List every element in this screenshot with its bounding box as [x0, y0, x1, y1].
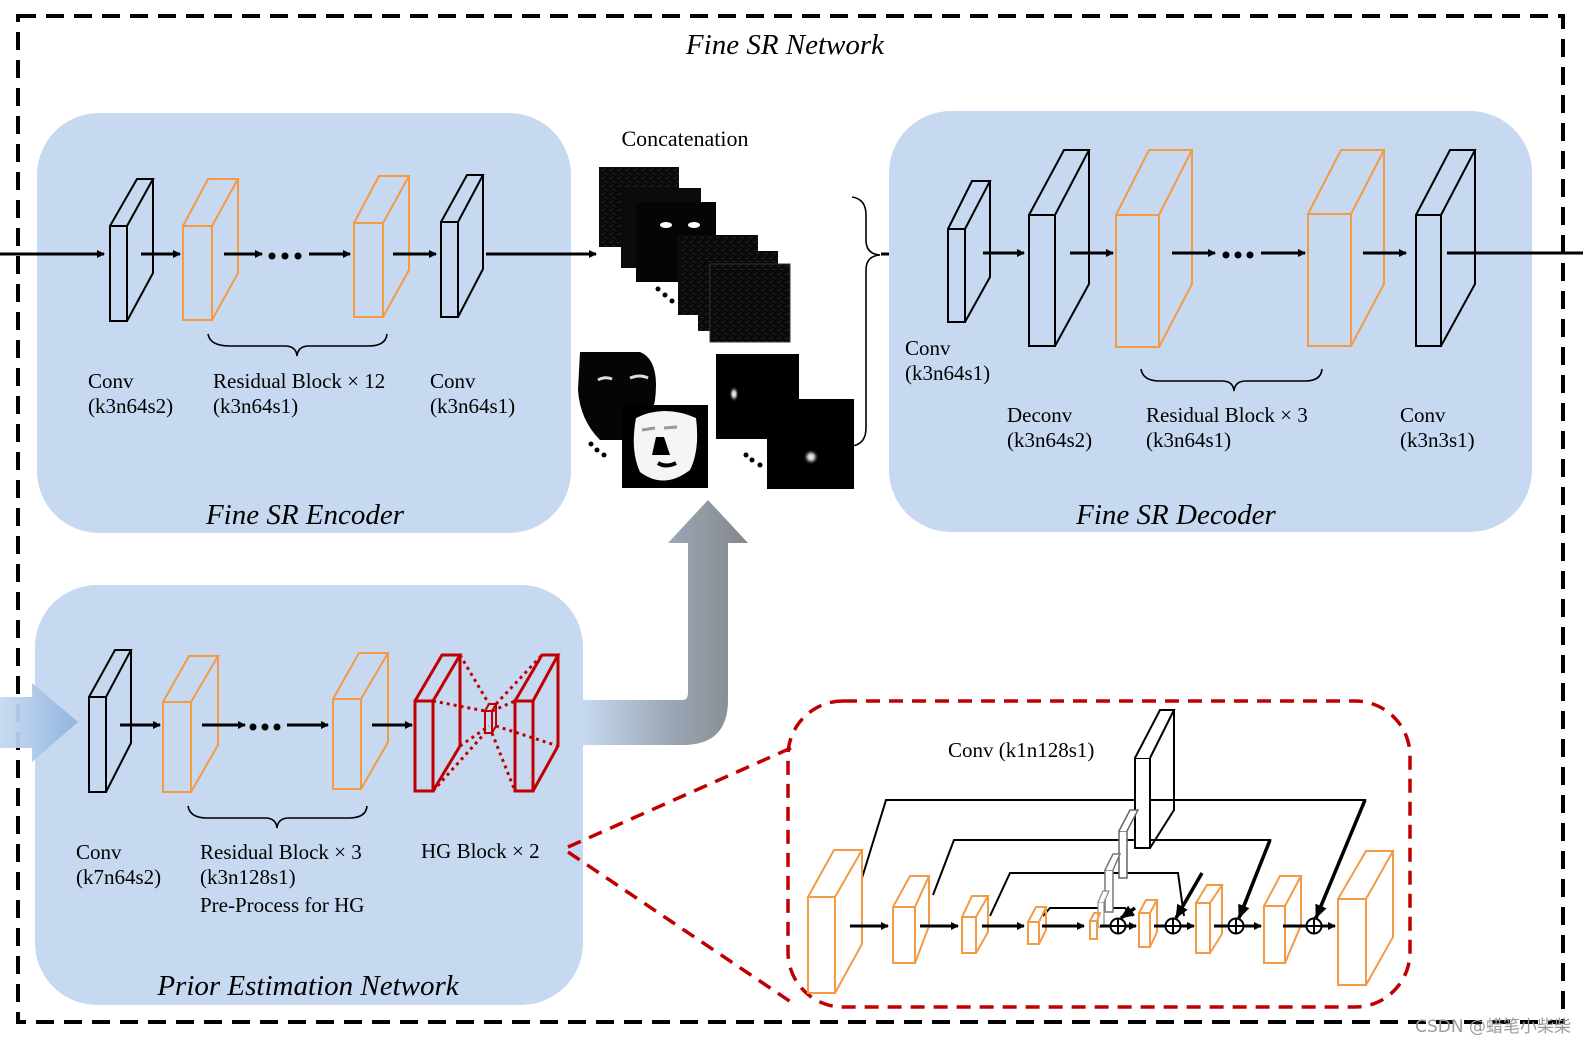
encoder-residual-block-last [353, 175, 411, 318]
decoder-residual-block-last [1307, 149, 1386, 347]
hg-block [413, 653, 561, 793]
hourglass-down-blocks [807, 849, 1102, 994]
encoder-conv2-params: (k3n64s1) [430, 394, 515, 418]
hourglass-conv-label: Conv (k1n128s1) [948, 738, 1094, 762]
decoder-residual-params: (k3n64s1) [1146, 428, 1231, 452]
ellipsis-dots [1222, 251, 1254, 259]
prior-residual-brace [187, 805, 368, 829]
prior-estimation-panel: Conv (k7n64s2) Residual Block × 3 (k3n12… [0, 500, 748, 1005]
prior-input-arrow [0, 683, 78, 762]
sum-node [1109, 917, 1127, 935]
watermark: CSDN @蜡笔小柴柴 [1415, 1017, 1571, 1037]
hourglass-conv-stack [1097, 709, 1176, 928]
fine-sr-decoder-panel: Conv (k3n64s1) Deconv (k3n64s2) Residual… [889, 111, 1583, 532]
encoder-residual-params: (k3n64s1) [213, 394, 298, 418]
prior-residual-label: Residual Block × 3 [200, 840, 362, 864]
encoder-residual-block-first [182, 178, 240, 321]
prior-conv-params: (k7n64s2) [76, 865, 161, 889]
encoder-residual-label: Residual Block × 12 [213, 369, 385, 393]
decoder-conv1-label: Conv [905, 336, 951, 360]
prior-residual-block-first [162, 655, 220, 793]
decoder-residual-brace [1140, 368, 1323, 392]
decoder-conv1-params: (k3n64s1) [905, 361, 990, 385]
prior-title: Prior Estimation Network [156, 970, 459, 1002]
prior-conv-label: Conv [76, 840, 122, 864]
decoder-conv2-params: (k3n3s1) [1400, 428, 1475, 452]
decoder-residual-label: Residual Block × 3 [1146, 403, 1308, 427]
encoder-title: Fine SR Encoder [205, 499, 405, 531]
decoder-deconv-label: Deconv [1007, 403, 1073, 427]
fine-sr-network-border [16, 14, 1565, 1024]
sum-node [1164, 917, 1182, 935]
hourglass-detail: Conv (k1n128s1) [567, 699, 1412, 1009]
decoder-residual-block-first [1115, 149, 1194, 348]
prior-residual-note: Pre-Process for HG [200, 893, 364, 917]
concatenation-label: Concatenation [621, 126, 748, 151]
decoder-deconv-block [1028, 149, 1091, 347]
prior-conv-block [88, 649, 133, 793]
prior-residual-params: (k3n128s1) [200, 865, 296, 889]
encoder-conv1-block [109, 178, 155, 322]
prior-to-concat-arrow [583, 500, 748, 745]
sum-node [1305, 917, 1323, 935]
concatenation-group: Concatenation [572, 126, 941, 489]
decoder-conv2-label: Conv [1400, 403, 1446, 427]
decoder-conv1-block [947, 180, 992, 323]
feature-maps-stack [599, 167, 791, 343]
sum-node [1227, 917, 1245, 935]
decoder-conv2-block [1415, 149, 1477, 347]
encoder-conv1-label: Conv [88, 369, 134, 393]
fine-sr-network-title: Fine SR Network [685, 29, 885, 61]
decoder-deconv-params: (k3n64s2) [1007, 428, 1092, 452]
ellipsis-dots [249, 723, 281, 731]
decoder-title: Fine SR Decoder [1075, 499, 1276, 531]
hourglass-detail-border [786, 699, 1412, 1009]
encoder-conv2-block [440, 174, 485, 318]
encoder-conv2-label: Conv [430, 369, 476, 393]
concatenation-brace [851, 196, 881, 447]
ellipsis-dots [268, 252, 302, 260]
fine-sr-encoder-panel: Conv (k3n64s2) Residual Block × 12 (k3n6… [0, 113, 597, 533]
parsing-maps-stack [572, 351, 708, 488]
encoder-residual-brace [207, 333, 388, 357]
hourglass-up-blocks [1138, 850, 1395, 986]
hg-block-label: HG Block × 2 [421, 839, 540, 863]
landmark-heatmaps-stack [716, 354, 854, 489]
prior-residual-block-last [332, 652, 390, 790]
encoder-conv1-params: (k3n64s2) [88, 394, 173, 418]
